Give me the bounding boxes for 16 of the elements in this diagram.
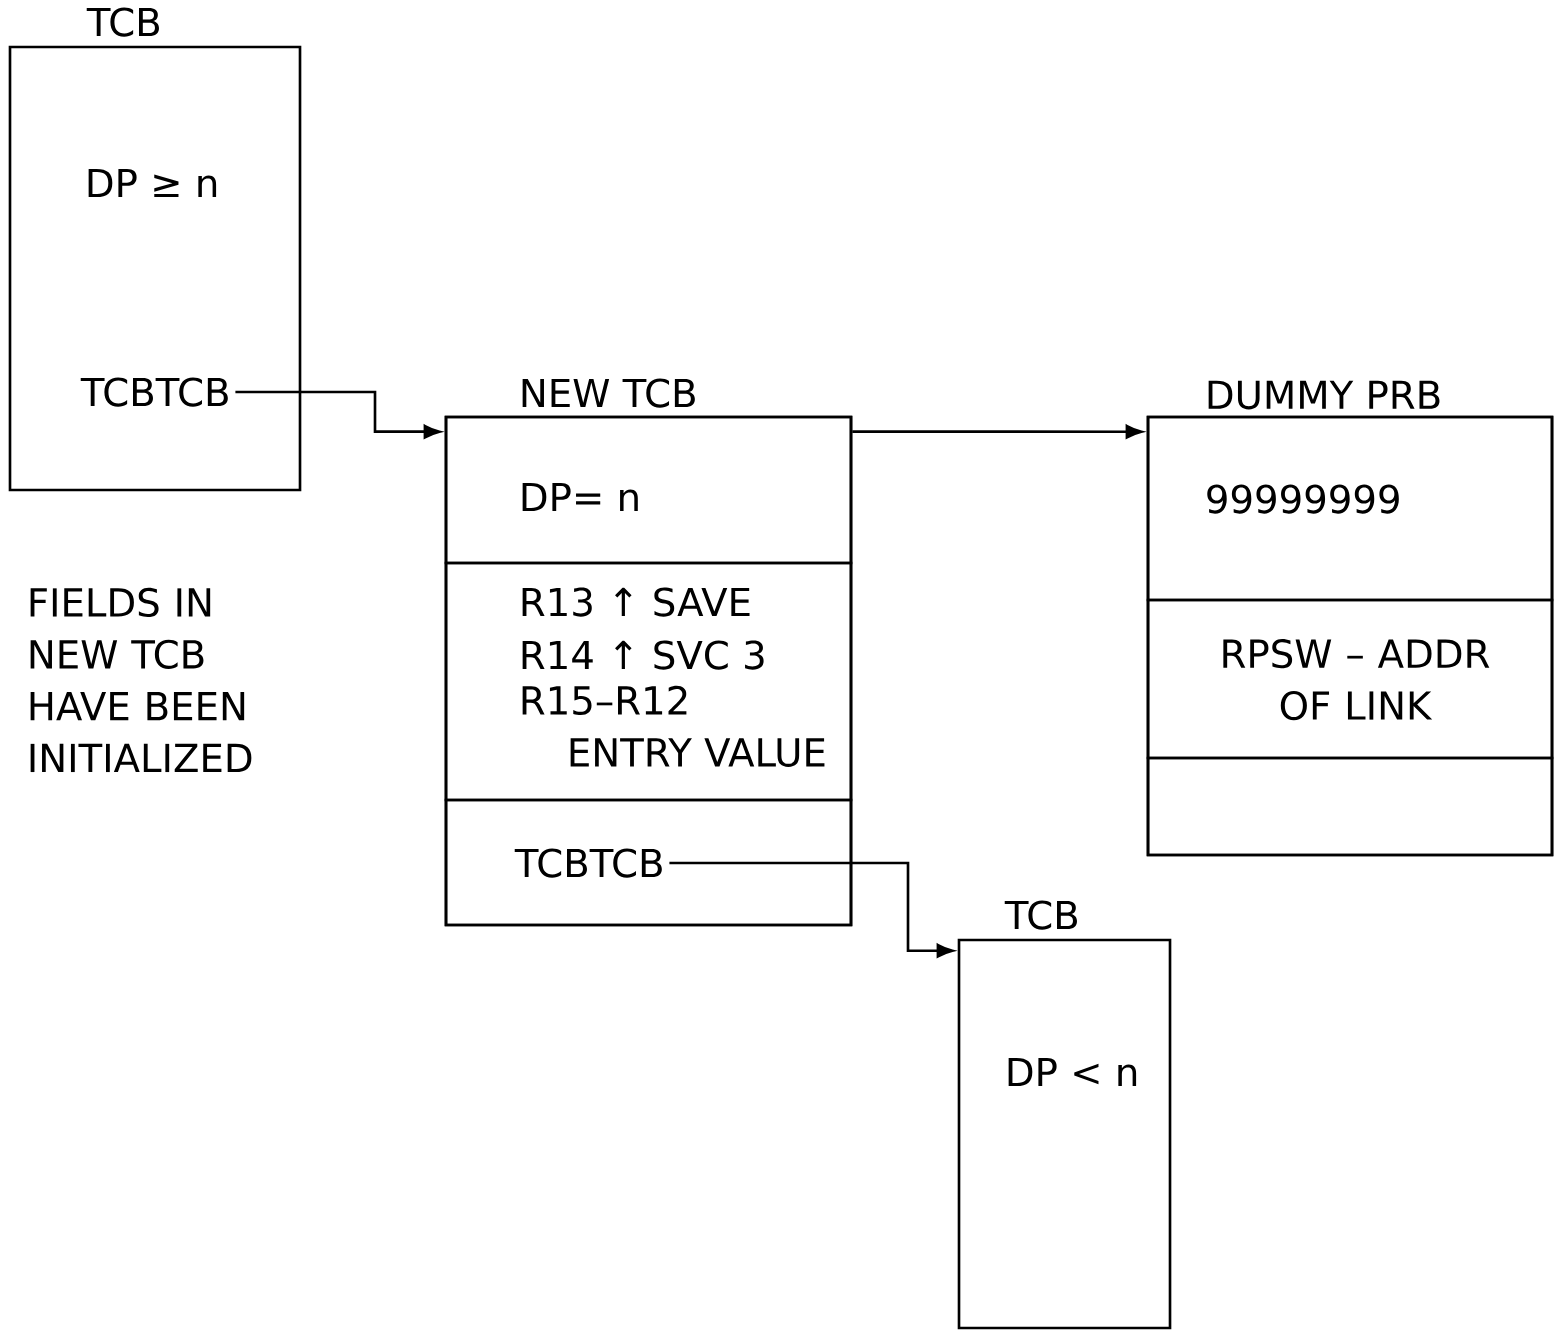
box-heading: TCB	[86, 7, 159, 37]
field-text: 99999999	[1207, 484, 1399, 514]
field-text: TCBTCB	[80, 377, 228, 407]
box-heading: TCB	[1004, 900, 1077, 930]
field-text: RPSW – ADDR OF LINK	[1223, 639, 1490, 721]
field-text: DP ≥ n	[88, 168, 217, 198]
note-text: FIELDS IN NEW TCB HAVE BEEN INITIALIZED	[30, 587, 252, 773]
box-heading: DUMMY PRB	[1208, 380, 1440, 410]
field-text: DP= n	[522, 482, 638, 512]
field-text: R15–R12 ENTRY VALUE	[522, 685, 825, 767]
section-box	[1146, 756, 1554, 857]
field-text: R13 ↑ SAVE	[522, 587, 750, 617]
field-text: DP < n	[1008, 1057, 1137, 1087]
field-text: R14 ↑ SVC 3	[522, 640, 764, 670]
field-text: TCBTCB	[514, 848, 662, 878]
box-heading: NEW TCB	[522, 378, 695, 408]
